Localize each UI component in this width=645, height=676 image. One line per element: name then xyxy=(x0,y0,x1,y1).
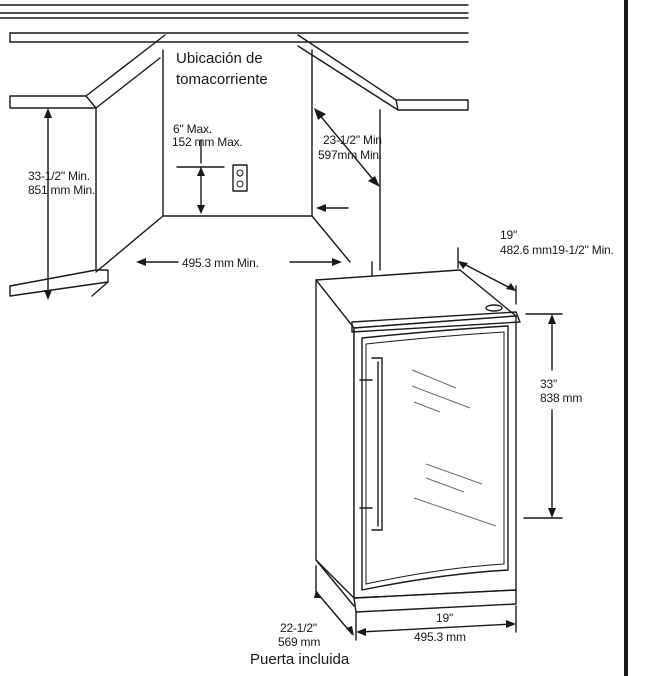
niche-dimension-lines xyxy=(44,108,380,300)
width-min-label: 495.3 mm Min. xyxy=(182,256,259,270)
height-min-mm-label: 851 mm Min. xyxy=(28,183,95,197)
wine-cooler xyxy=(315,269,521,613)
top-width-in-label: 19" xyxy=(500,228,517,242)
outlet-max-in-label: 6" Max. xyxy=(173,122,212,136)
unit-depth-mm-label: 569 mm xyxy=(278,635,320,649)
unit-width-in-label: 19" xyxy=(436,611,453,625)
outlet-location-label-2: tomacorriente xyxy=(176,71,268,88)
cabinet-niche xyxy=(0,4,469,297)
unit-depth-in-label: 22-1/2" xyxy=(280,621,317,635)
outlet-max-mm-label: 152 mm Max. xyxy=(172,135,243,149)
page-border xyxy=(624,0,628,676)
door-included-label: Puerta incluida xyxy=(250,651,350,668)
depth-min-mm-label: 597mm Min. xyxy=(318,148,382,162)
unit-dimension-lines xyxy=(314,247,563,641)
height-min-in-label: 33-1/2" Min. xyxy=(28,169,90,183)
depth-min-in-label: 23-1/2" Min xyxy=(323,133,382,147)
outlet-location-label-1: Ubicación de xyxy=(176,50,263,67)
unit-height-in-label: 33" xyxy=(540,377,557,391)
unit-width-mm-label: 495.3 mm xyxy=(414,630,466,644)
unit-height-mm-label: 838 mm xyxy=(540,391,582,405)
top-width-mm-label: 482.6 mm19-1/2" Min. xyxy=(500,243,614,257)
